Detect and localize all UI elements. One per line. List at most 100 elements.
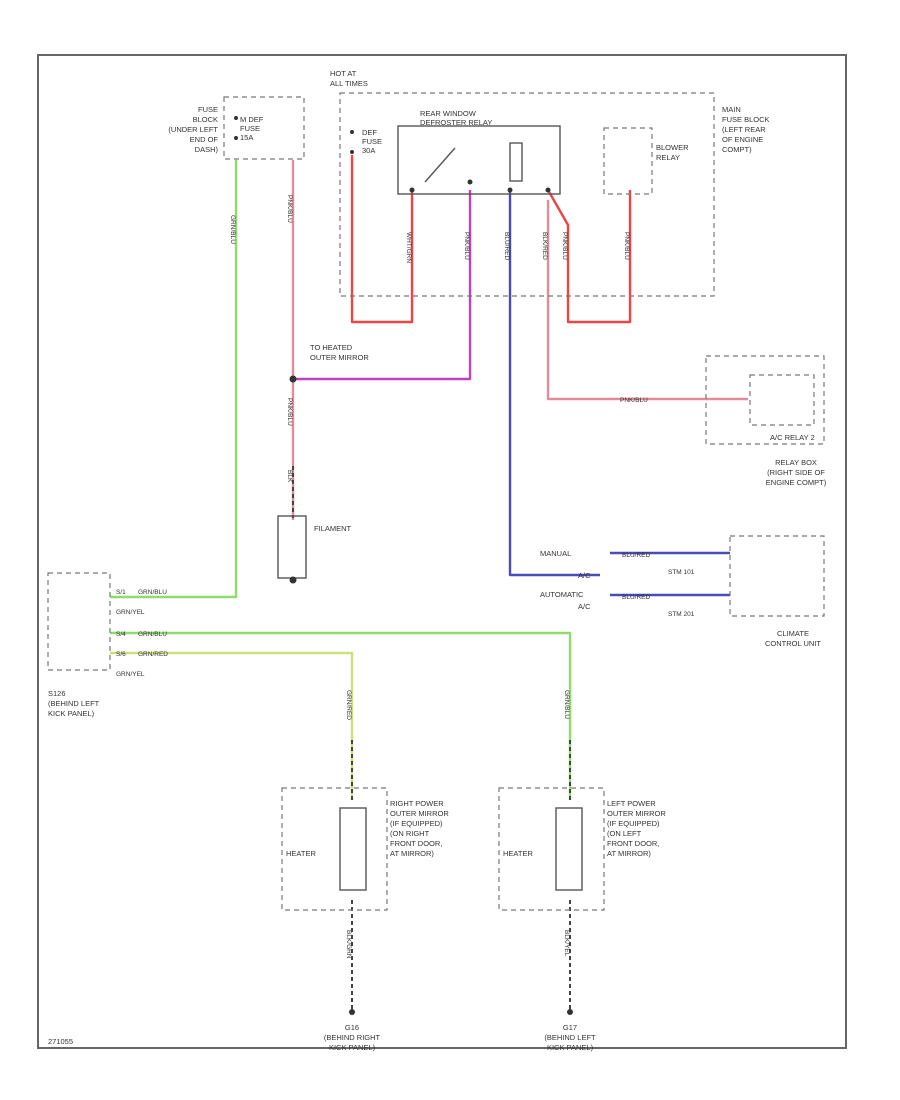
s126-label-line: S126: [48, 689, 66, 698]
wire-label: GRN/BLU: [563, 690, 570, 719]
wire-label: GRN/BLU: [229, 215, 236, 244]
right-mirror-box: [281, 787, 388, 911]
s126-splice: [47, 572, 111, 671]
relay-switch: [424, 147, 456, 183]
wire-label: PNK/BLU: [286, 195, 293, 223]
wire-label: GRN/YEL: [116, 671, 145, 678]
def-fuse-label-line: FUSE: [362, 137, 382, 146]
left-mirror-label-line: OUTER MIRROR: [607, 809, 666, 818]
g16-label-line: (BEHIND RIGHT: [324, 1033, 381, 1042]
def-fuse-label-line: 30A: [362, 146, 375, 155]
relay-label-line: DEFROSTER RELAY: [420, 118, 492, 127]
heated-mirror-label-line: OUTER MIRROR: [310, 353, 369, 362]
g16-label-line: G16: [345, 1023, 359, 1032]
ground-dot-filament: [289, 576, 297, 584]
fuse-pin: [234, 116, 238, 120]
splice-pin-label: S/6: [116, 651, 126, 658]
right-heater: [339, 807, 367, 891]
right-mirror-label-line: FRONT DOOR,: [390, 839, 442, 848]
left-mirror-label-line: FRONT DOOR,: [607, 839, 659, 848]
relay-pin: [545, 187, 551, 193]
g17-label-line: G17: [563, 1023, 577, 1032]
main-fuse-block-label-line: OF ENGINE: [722, 135, 763, 144]
left-mirror-label-line: (ON LEFT: [607, 829, 642, 838]
relay-pin: [467, 179, 473, 185]
fuse-block-label-line: END OF: [190, 135, 219, 144]
wire-label: BLK/YEL: [563, 930, 570, 957]
wire-label: PNK/BLU: [623, 232, 630, 260]
defroster-relay: [397, 125, 561, 195]
wire-label: BLU/RED: [622, 552, 650, 559]
blower-relay: [603, 127, 653, 195]
wire-purple-relay: [296, 190, 472, 381]
right-mirror-label-line: AT MIRROR): [390, 849, 434, 858]
hot-at-label-line: HOT AT: [330, 69, 357, 78]
fuse-block-label-line: FUSE: [198, 105, 218, 114]
fuse-pin: [350, 130, 354, 134]
wire-yellowgreen-right-mirror: [110, 651, 354, 800]
right-mirror-label-line: OUTER MIRROR: [390, 809, 449, 818]
ac-relay-2: [749, 374, 815, 426]
fuse-pin: [234, 136, 238, 140]
relay-box: [705, 355, 825, 445]
relay-pin: [409, 187, 415, 193]
heater-right-label: HEATER: [286, 849, 316, 858]
wire-red-hot: [350, 155, 414, 324]
wire-label: GRN/RED: [138, 651, 168, 658]
wire-label: BLK/RED: [541, 232, 548, 260]
wire-label: PNK/BLU: [286, 398, 293, 426]
blower-relay-label-line: BLOWER: [656, 143, 689, 152]
footer-code: 271055: [48, 1037, 73, 1046]
fuse-left-label-line: FUSE: [240, 124, 260, 133]
automatic-ac-label: A/C: [578, 602, 591, 611]
wire-label: PNK/BLU: [463, 232, 470, 260]
climate-label-line: CLIMATE: [777, 629, 809, 638]
wire-label: WHT/GRN: [405, 232, 412, 263]
relay-pin: [507, 187, 513, 193]
wire-label: GRN/RED: [345, 690, 352, 720]
left-heater: [555, 807, 583, 891]
g17-label-line: (BEHIND LEFT: [544, 1033, 596, 1042]
wire-label: GRN/BLU: [138, 589, 167, 596]
ground-dot-left: [567, 1009, 573, 1015]
right-mirror-label-line: (IF EQUIPPED): [390, 819, 443, 828]
g17-label-line: KICK PANEL): [547, 1043, 594, 1052]
relay-coil: [509, 142, 523, 182]
main-fuse-block-label-line: MAIN: [722, 105, 741, 114]
right-mirror-label-line: (ON RIGHT: [390, 829, 430, 838]
relay-label-line: REAR WINDOW: [420, 109, 477, 118]
automatic-label: AUTOMATIC: [540, 590, 584, 599]
climate-control-unit: [729, 535, 825, 617]
splice-dot: [289, 375, 297, 383]
main-fuse-block-label-line: FUSE BLOCK: [722, 115, 770, 124]
wire-label: BLK/GRN: [345, 930, 352, 959]
left-mirror-label-line: LEFT POWER: [607, 799, 656, 808]
wire-red-blower: [546, 189, 632, 324]
diagram-frame: [37, 54, 847, 1049]
fuse-left-label-line: 15A: [240, 133, 253, 142]
main-fuse-block-label-line: COMPT): [722, 145, 752, 154]
def-fuse-label-line: DEF: [362, 128, 377, 137]
wire-label: BLU/RED: [503, 232, 510, 260]
relay-box-label-line: (RIGHT SIDE OF: [767, 468, 825, 477]
relay-box-label-line: RELAY BOX: [775, 458, 817, 467]
fuse-block-label-line: BLOCK: [193, 115, 218, 124]
right-mirror-label-line: RIGHT POWER: [390, 799, 444, 808]
left-mirror-box: [498, 787, 605, 911]
s126-label-line: KICK PANEL): [48, 709, 95, 718]
wire-label: GRN/YEL: [116, 609, 145, 616]
g16-label-line: KICK PANEL): [329, 1043, 376, 1052]
wire-blue-ac: [508, 190, 600, 577]
left-mirror-label-line: (IF EQUIPPED): [607, 819, 660, 828]
heated-mirror-label-line: TO HEATED: [310, 343, 353, 352]
fuse-left-label-line: M DEF: [240, 115, 264, 124]
connector-label: STM 101: [668, 569, 695, 576]
relay-box-label-line: ENGINE COMPT): [766, 478, 827, 487]
ground-dot-right: [349, 1009, 355, 1015]
splice-pin-label: S/4: [116, 631, 126, 638]
left-mirror-label-line: AT MIRROR): [607, 849, 651, 858]
climate-label-line: CONTROL UNIT: [765, 639, 821, 648]
wire-pink-acrelay: [546, 200, 748, 401]
